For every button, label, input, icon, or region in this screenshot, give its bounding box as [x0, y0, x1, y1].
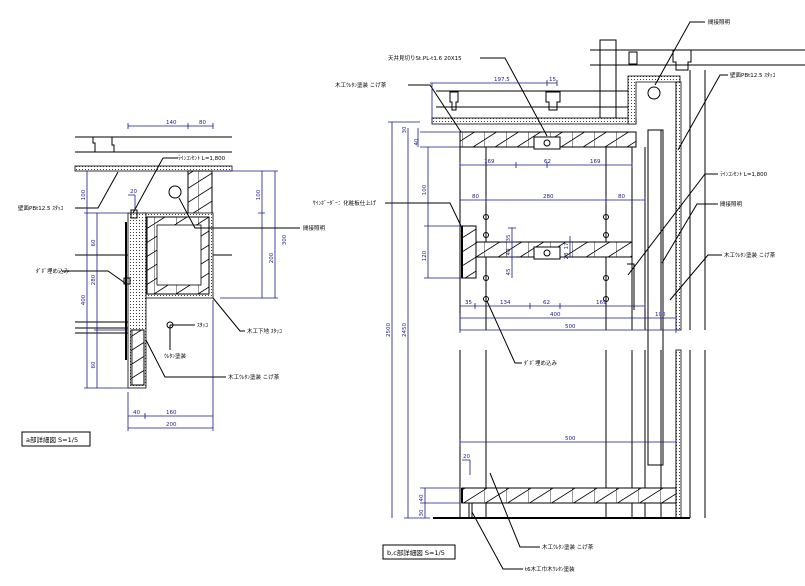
dimension-value-bc: 28 — [564, 252, 570, 259]
dimension-value-bc: 100 — [422, 184, 428, 195]
dimension-value-a: 40 — [133, 410, 140, 416]
dimension-value-bc: 40 — [506, 248, 512, 255]
dimension-value-a: 300 — [282, 234, 288, 245]
dimension-value-bc: 169 — [596, 300, 607, 306]
light-fixture-icon — [168, 185, 182, 199]
labels: ﾗｲﾝｺﾝｾﾝﾄ L=1,800 壁面PBt12.5 ｽﾀｯｺ ﾀﾞﾎﾞ埋め込み… — [18, 18, 776, 573]
dimension-value-bc: 15 — [549, 77, 556, 83]
dimension-value-bc: 2500 — [386, 323, 392, 337]
dimension-value-a: 200 — [166, 422, 177, 428]
label-wall-pb-bc: 壁面PBt12.5 ｽﾀｯｺ — [730, 71, 775, 79]
label-wood-urethane-a: 木工ｳﾚﾀﾝ塗装 こげ茶 — [228, 373, 280, 381]
detail-bc — [382, 21, 805, 570]
label-dowel-a: ﾀﾞﾎﾞ埋め込み — [36, 267, 70, 275]
dimension-value-bc: 17 — [564, 242, 570, 249]
dimension-value-bc: 80 — [472, 194, 479, 200]
dowels — [483, 214, 609, 302]
dimension-value-bc: 45 — [506, 268, 512, 275]
dimension-value-bc: 40 — [419, 494, 425, 501]
label-urethane-a: ｳﾚﾀﾝ塗装 — [164, 352, 187, 360]
dimension-value-a: 200 — [269, 252, 275, 263]
dimension-value-a: 140 — [166, 120, 177, 126]
dimension-value-a: 280 — [91, 274, 97, 285]
dimension-value-bc: 134 — [500, 300, 511, 306]
label-wood-base-a: 木工下地 ｽﾀｯｺ — [247, 327, 282, 335]
dimension-value-bc: 62 — [544, 159, 551, 165]
dimension-value-bc: 30 — [419, 509, 425, 516]
detail-bc-title: b,c部詳細図 S=1/5 — [387, 548, 445, 557]
label-indirect-light-a: 間接照明 — [303, 224, 326, 232]
upper-box — [187, 170, 213, 216]
dimension-value-bc: 169 — [484, 159, 495, 165]
label-stucco-a: ｽﾀｯｺ — [197, 322, 208, 329]
dimension-value-bc: 500 — [565, 324, 576, 330]
detail-bc-title-box — [382, 544, 456, 560]
dimension-value-bc: 100 — [655, 312, 666, 318]
dimension-value-bc: 2450 — [402, 323, 408, 337]
label-indirect-light-mid: 間接照明 — [720, 200, 743, 208]
ceiling-board — [431, 117, 637, 125]
dimension-value-bc: 400 — [550, 312, 561, 318]
detail-a — [21, 123, 300, 447]
dimension-value-bc: 197.5 — [494, 77, 510, 83]
light-fixture-icon — [647, 86, 661, 100]
label-wood-urethane-mid: 木工ｳﾚﾀﾝ塗装 こげ茶 — [724, 251, 776, 259]
dimension-value-bc: 20 — [463, 454, 470, 460]
dimension-value-bc: 62 — [543, 300, 550, 306]
dimension-value-bc: 500 — [565, 436, 576, 442]
detail-a-title: a部詳細図 S=1/5 — [26, 435, 78, 444]
dimension-value-a: 20 — [130, 189, 137, 195]
dimension-value-a: 100 — [256, 189, 262, 200]
dimension-value-bc: 35 — [465, 300, 472, 306]
dimension-value-a: 60 — [91, 239, 97, 246]
ceiling-board — [74, 165, 233, 172]
detail-a-title-box — [21, 431, 91, 447]
label-indirect-light-top: 間接照明 — [708, 18, 731, 26]
label-sign-boarder: ｻｲﾝﾎﾞｰﾀﾞｰ：化粧板仕上げ — [313, 199, 377, 207]
sign-board — [461, 225, 477, 279]
label-wood-urethane-top: 木工ｳﾚﾀﾝ塗装 こげ茶 — [335, 81, 387, 89]
label-wall-pb-a: 壁面PBt12.5 ｽﾀｯｺ — [18, 204, 63, 212]
dimension-value-a: 400 — [81, 294, 87, 305]
label-ceiling-trim: 天井見切りSt.PL-t1.6 20X15 — [388, 54, 462, 62]
label-wood-urethane-bottom: 木工ｳﾚﾀﾝ塗装 こげ茶 — [542, 543, 594, 551]
dimension-value-a: 80 — [199, 120, 206, 126]
label-baseboard: t6木工巾木ｳﾚﾀﾝ塗装 — [525, 565, 575, 573]
dimension-value-bc: 169 — [590, 159, 601, 165]
dimension-value-bc: 80 — [618, 194, 625, 200]
bottom-shelf — [461, 487, 677, 504]
label-line-outlet-a: ﾗｲﾝｺﾝｾﾝﾄ L=1,800 — [178, 155, 226, 162]
dimension-value-a: 160 — [166, 410, 177, 416]
dimension-values: 140 80 100 200 300 100 400 280 60 60 20 40 160 200 197… — [81, 77, 666, 517]
dimension-value-bc: 120 — [422, 250, 428, 261]
dimension-value-bc: 280 — [543, 194, 554, 200]
dimension-value-bc: 30 — [402, 126, 408, 133]
dimension-value-bc: 35 — [506, 234, 512, 241]
dimension-value-a: 100 — [81, 189, 87, 200]
dimension-value-a: 60 — [91, 361, 97, 368]
dimension-value-bc: 40 — [414, 138, 420, 145]
label-line-outlet-bc: ﾗｲﾝｺﾝｾﾝﾄ L=1,800 — [720, 171, 768, 178]
label-dowel-bc: ﾀﾞﾎﾞ埋め込み — [524, 359, 558, 367]
